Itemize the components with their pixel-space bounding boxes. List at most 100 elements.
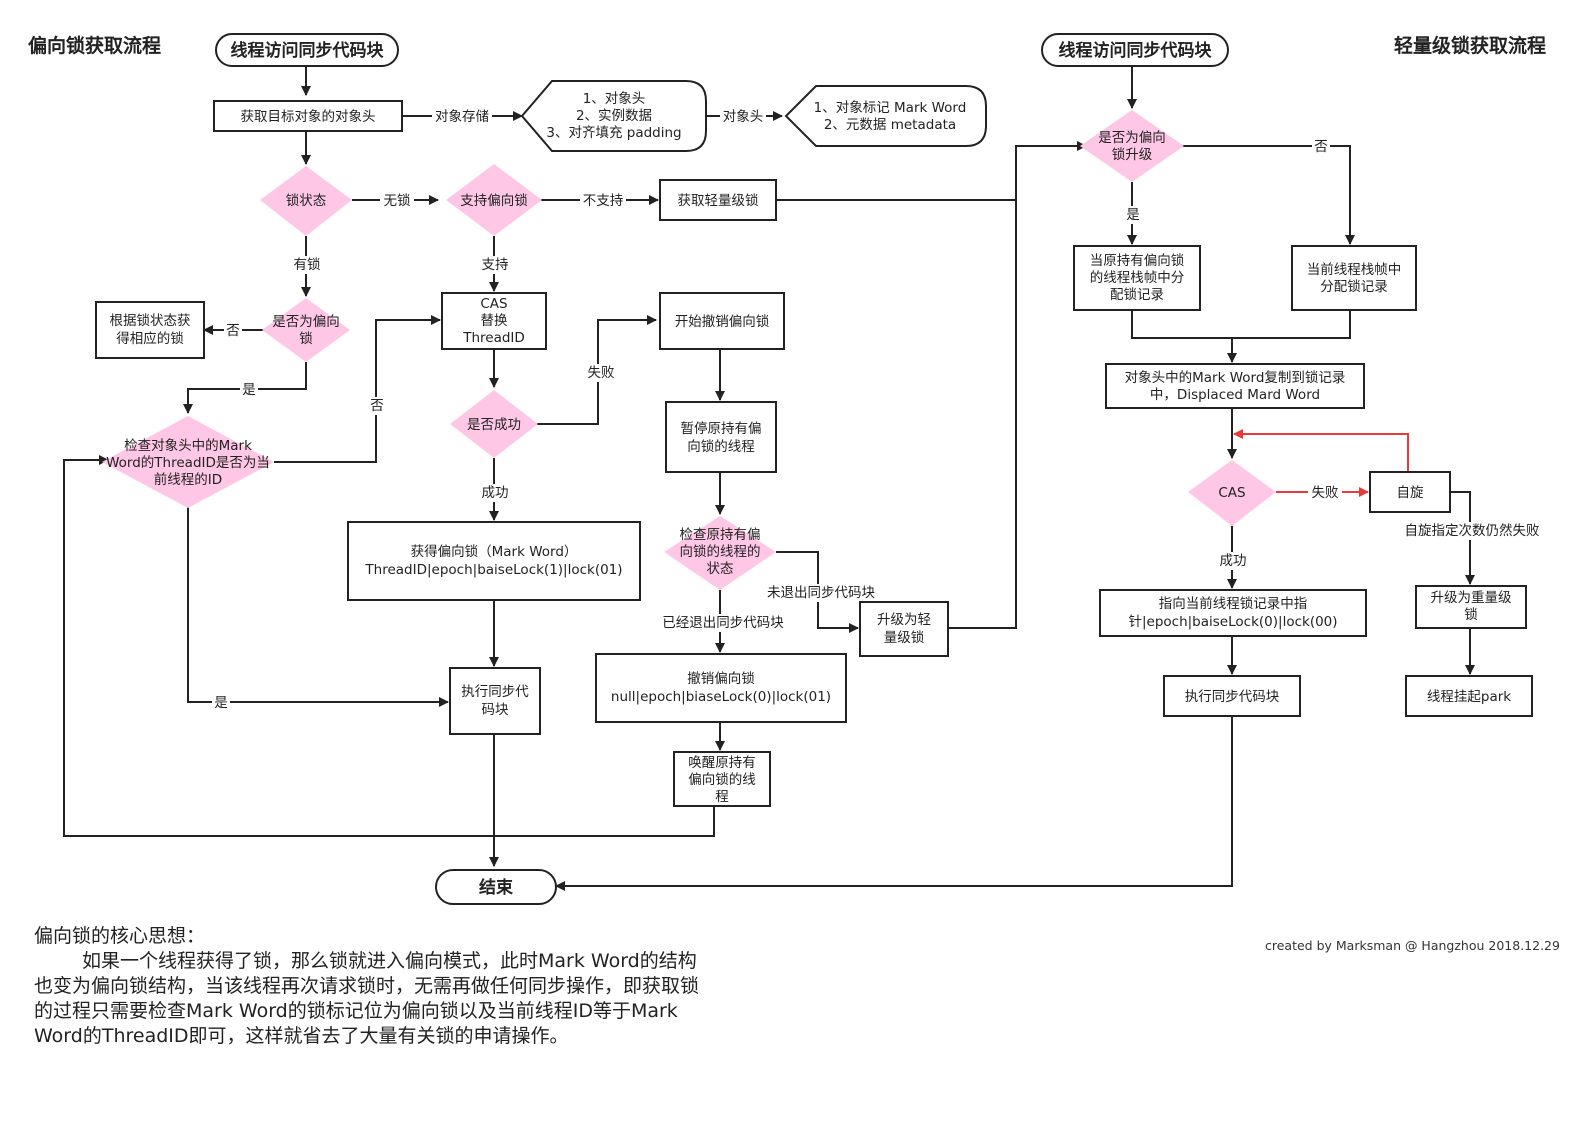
decision-cas-right-label: CAS [1218, 485, 1245, 501]
node-wake-holder-line-3: 程 [715, 789, 729, 805]
node-point-record-line-2: 针|epoch|baiseLock(0)|lock(00) [1128, 614, 1337, 630]
decision-lock-state: 锁状态 [260, 166, 352, 236]
edge-label-fail-1: 失败 [588, 365, 616, 381]
node-pause-thread: 暂停原持有偏 向锁的线程 [665, 401, 777, 473]
core-idea-note: 偏向锁的核心思想： 如果一个线程获得了锁，那么锁就进入偏向模式，此时Mark W… [34, 924, 714, 1049]
decision-support-biased: 支持偏向锁 [446, 164, 542, 236]
node-cas-replace-line-2: 替换 [481, 313, 508, 329]
title-lightweight-lock: 轻量级锁获取流程 [1394, 34, 1546, 57]
node-pause-thread-line-2: 向锁的线程 [687, 439, 755, 455]
node-copy-mark-line-1: 对象头中的Mark Word复制到锁记录 [1125, 369, 1346, 386]
edge-label-obj-store: 对象存储 [435, 109, 489, 125]
node-obj-header-line-1: 1、对象标记 Mark Word [814, 100, 967, 116]
edge-label-exited: 已经退出同步代码块 [662, 615, 784, 631]
node-end: 结束 [435, 869, 557, 905]
node-obj-store-line-1: 1、对象头 [583, 91, 646, 107]
node-get-lightweight-label: 获取轻量级锁 [678, 193, 759, 209]
node-start-left-label: 线程访问同步代码块 [231, 40, 385, 61]
node-alloc-current-line-2: 分配锁记录 [1320, 279, 1388, 295]
node-point-record: 指向当前线程锁记录中指 针|epoch|baiseLock(0)|lock(00… [1099, 589, 1367, 637]
node-exec-right: 执行同步代码块 [1163, 675, 1301, 717]
node-copy-mark: 对象头中的Mark Word复制到锁记录 中，Displaced Mard Wo… [1105, 363, 1365, 409]
decision-is-upgrade-line-2: 锁升级 [1112, 147, 1153, 163]
edge-label-yes-3: 是 [1126, 207, 1140, 223]
node-got-biased: 获得偏向锁（Mark Word） ThreadID|epoch|baiseLoc… [347, 521, 641, 601]
decision-is-success: 是否成功 [450, 390, 538, 458]
node-wake-holder: 唤醒原持有 偏向锁的线 程 [673, 751, 771, 807]
node-alloc-original: 当原持有偏向锁 的线程栈帧中分 配锁记录 [1073, 245, 1201, 311]
node-upgrade-light-line-1: 升级为轻 [877, 612, 931, 628]
decision-lock-state-label: 锁状态 [286, 193, 327, 209]
decision-check-threadid-line-2: Word的ThreadID是否为当 [106, 455, 270, 471]
decision-check-holder-line-1: 检查原持有偏 [680, 527, 761, 543]
decision-is-upgrade-line-1: 是否为偏向 [1098, 130, 1166, 146]
edge-label-success-1: 成功 [482, 485, 509, 501]
node-alloc-current: 当前线程栈帧中 分配锁记录 [1291, 245, 1417, 311]
edge-labels: 对象存储 对象头 无锁 不支持 有锁 支持 否 是 否 是 失败 成功 未退出同… [212, 108, 1544, 712]
decision-cas-right: CAS [1188, 460, 1276, 526]
node-got-biased-line-1: 获得偏向锁（Mark Word） [411, 543, 578, 560]
node-cas-replace-line-3: ThreadID [462, 330, 525, 346]
node-point-record-line-1: 指向当前线程锁记录中指 [1159, 595, 1308, 612]
connectors-right [555, 66, 1475, 891]
decision-check-threadid-line-1: 检查对象头中的Mark [124, 438, 252, 454]
edge-label-success-2: 成功 [1220, 553, 1247, 569]
node-exec-left-line-2: 码块 [482, 702, 509, 718]
node-start-right-label: 线程访问同步代码块 [1059, 40, 1213, 61]
node-upgrade-light-line-2: 量级锁 [884, 630, 925, 646]
decision-check-threadid-line-3: 前线程的ID [154, 471, 222, 488]
node-start-right: 线程访问同步代码块 [1041, 33, 1229, 67]
node-upgrade-heavy-line-1: 升级为重量级 [1431, 590, 1512, 606]
node-obj-header: 1、对象标记 Mark Word 2、元数据 metadata [784, 85, 987, 147]
node-alloc-original-line-2: 的线程栈帧中分 [1090, 270, 1185, 286]
node-revoke-biased-line-2: null|epoch|biaseLock(0)|lock(01) [611, 689, 831, 705]
node-by-state: 根据锁状态获 得相应的锁 [95, 301, 205, 359]
node-get-lightweight: 获取轻量级锁 [659, 179, 777, 221]
node-cas-replace-line-1: CAS [480, 296, 507, 312]
node-start-revoke: 开始撤销偏向锁 [659, 292, 785, 350]
node-end-label: 结束 [479, 877, 513, 898]
node-got-biased-line-2: ThreadID|epoch|baiseLock(1)|lock(01) [364, 562, 622, 578]
edge-label-no-2: 否 [370, 398, 384, 414]
edge-label-not-exited: 未退出同步代码块 [767, 585, 875, 601]
node-spin: 自旋 [1369, 471, 1451, 513]
edge-label-no-lock: 无锁 [384, 193, 411, 209]
node-wake-holder-line-1: 唤醒原持有 [688, 755, 756, 771]
node-get-header-label: 获取目标对象的对象头 [241, 109, 376, 125]
node-park: 线程挂起park [1405, 675, 1533, 717]
decision-check-threadid: 检查对象头中的Mark Word的ThreadID是否为当 前线程的ID [102, 416, 274, 508]
node-spin-label: 自旋 [1397, 485, 1425, 501]
node-exec-left-line-1: 执行同步代 [461, 684, 529, 700]
note-body: 如果一个线程获得了锁，那么锁就进入偏向模式，此时Mark Word的结构也变为偏… [34, 950, 700, 1047]
edge-label-not-support: 不支持 [583, 193, 624, 209]
node-revoke-biased-line-1: 撤销偏向锁 [687, 671, 755, 687]
node-obj-store-line-3: 3、对齐填充 padding [546, 125, 681, 141]
note-heading: 偏向锁的核心思想： [34, 925, 206, 947]
decision-is-biased: 是否为偏向 锁 [262, 298, 350, 362]
decision-is-success-label: 是否成功 [467, 417, 521, 433]
decision-check-holder-line-2: 向锁的线程的 [680, 544, 761, 560]
node-wake-holder-line-2: 偏向锁的线 [688, 772, 756, 788]
edge-label-spin-fail: 自旋指定次数仍然失败 [1405, 522, 1540, 539]
title-biased-lock: 偏向锁获取流程 [28, 34, 161, 57]
node-exec-right-label: 执行同步代码块 [1185, 689, 1280, 705]
node-start-revoke-label: 开始撤销偏向锁 [675, 314, 770, 330]
edge-label-no-1: 否 [226, 323, 240, 339]
node-by-state-line-1: 根据锁状态获 [110, 313, 191, 329]
node-alloc-original-line-1: 当原持有偏向锁 [1090, 253, 1185, 269]
edge-label-yes-1: 是 [242, 382, 256, 398]
node-park-label: 线程挂起park [1427, 689, 1511, 705]
node-start-left: 线程访问同步代码块 [215, 33, 399, 67]
node-alloc-current-line-1: 当前线程栈帧中 [1307, 261, 1402, 278]
edge-label-yes-2: 是 [214, 695, 228, 711]
edge-label-has-lock: 有锁 [294, 257, 321, 273]
node-alloc-original-line-3: 配锁记录 [1110, 287, 1164, 303]
decision-is-biased-line-2: 锁 [299, 331, 313, 347]
node-get-header: 获取目标对象的对象头 [213, 100, 403, 132]
node-cas-replace: CAS 替换 ThreadID [441, 292, 547, 350]
edge-label-obj-header: 对象头 [723, 109, 764, 125]
node-obj-header-line-2: 2、元数据 metadata [824, 117, 956, 133]
edge-label-no-3: 否 [1314, 139, 1328, 155]
edge-label-support: 支持 [482, 257, 509, 273]
decision-check-holder-line-3: 状态 [707, 561, 734, 577]
